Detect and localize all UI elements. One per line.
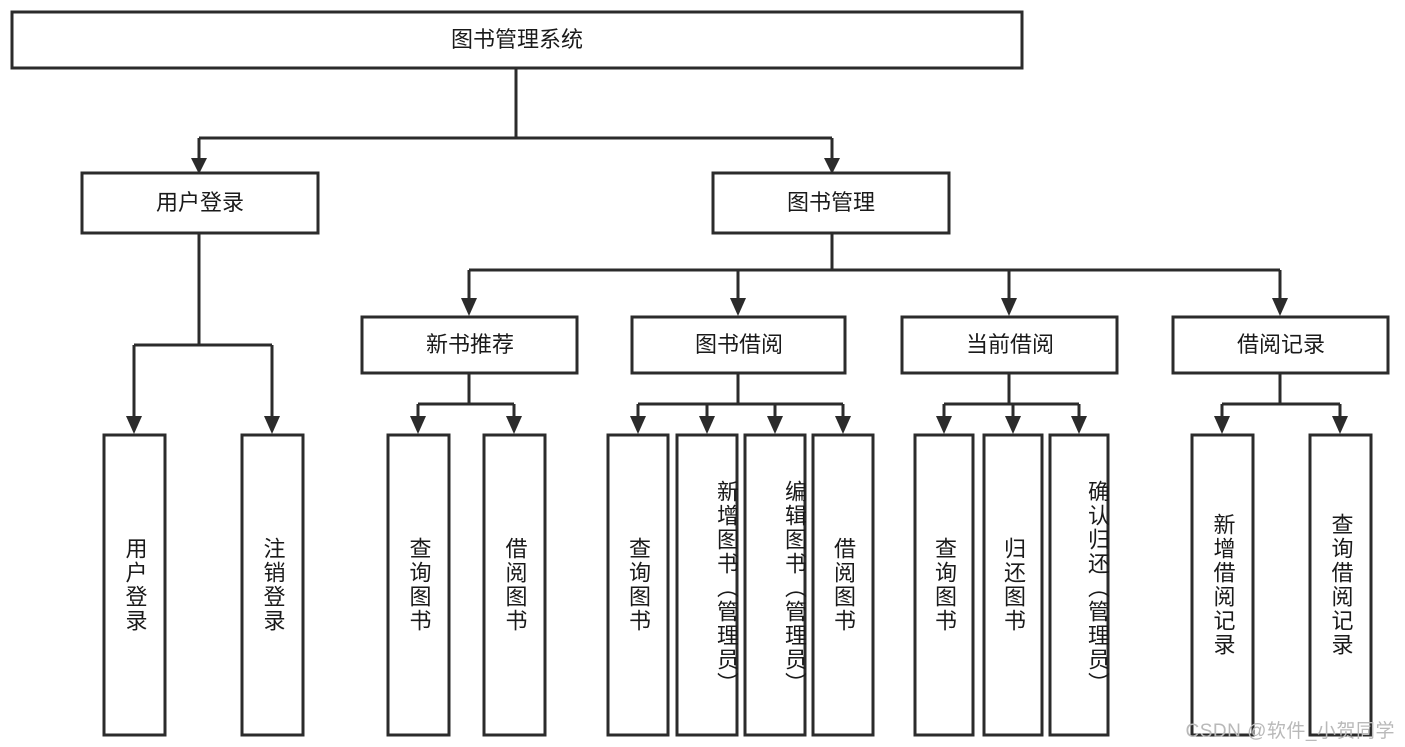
node-box-leaf-borrow-books-bb[interactable] bbox=[811, 433, 875, 737]
node-layer: 图书管理系统 用户登录 图书管理 新书推荐 图书借阅 当前借阅 借阅记录 bbox=[10, 10, 1390, 737]
node-box-leaf-query-books-bb[interactable] bbox=[606, 433, 670, 737]
node-label-book-borrow: 图书借阅 bbox=[695, 332, 783, 357]
node-box-leaf-query-borrow-record[interactable] bbox=[1308, 433, 1373, 737]
node-label-borrow-records: 借阅记录 bbox=[1237, 332, 1325, 357]
node-box-leaf-edit-book-admin[interactable] bbox=[743, 433, 807, 737]
arrowhead-cb-leaf1 bbox=[936, 416, 952, 434]
node-box-current-borrow[interactable] bbox=[900, 315, 1119, 375]
arrowhead-nb-leaf1 bbox=[410, 416, 426, 434]
node-label-current-borrow: 当前借阅 bbox=[966, 332, 1054, 357]
connector-layer bbox=[126, 68, 1348, 434]
arrowhead-cb-leaf2 bbox=[1005, 416, 1021, 434]
watermark-text: CSDN @软件_小贺同学 bbox=[1185, 721, 1395, 742]
node-label-user-login: 用户登录 bbox=[156, 190, 244, 215]
arrowhead-bb-leaf3 bbox=[767, 416, 783, 434]
arrowhead-nb-leaf2 bbox=[506, 416, 522, 434]
node-box-book-borrow[interactable] bbox=[630, 315, 847, 375]
node-box-leaf-user-login[interactable] bbox=[102, 433, 167, 737]
arrowhead-leaf-logout bbox=[264, 416, 280, 434]
node-box-leaf-add-book-admin[interactable] bbox=[675, 433, 739, 737]
arrowhead-br-leaf2 bbox=[1332, 416, 1348, 434]
arrowhead-user-login bbox=[191, 158, 207, 174]
arrowhead-cb-leaf3 bbox=[1071, 416, 1087, 434]
arrowhead-new-books bbox=[461, 298, 477, 316]
node-box-leaf-logout[interactable] bbox=[240, 433, 305, 737]
node-box-leaf-query-books-cb[interactable] bbox=[913, 433, 975, 737]
node-box-user-login[interactable] bbox=[80, 171, 320, 235]
node-box-book-management[interactable] bbox=[711, 171, 951, 235]
node-label-book-management: 图书管理 bbox=[787, 190, 875, 215]
node-box-leaf-confirm-return-admin[interactable] bbox=[1048, 433, 1110, 737]
node-box-new-book-recommend[interactable] bbox=[360, 315, 579, 375]
node-box-leaf-query-books-nb[interactable] bbox=[386, 433, 451, 737]
node-label-new-book-recommend: 新书推荐 bbox=[426, 332, 514, 357]
arrowhead-bb-leaf1 bbox=[630, 416, 646, 434]
arrowhead-current-borrow bbox=[1001, 298, 1017, 316]
node-box-borrow-records[interactable] bbox=[1171, 315, 1390, 375]
arrowhead-bb-leaf2 bbox=[699, 416, 715, 434]
arrowhead-leaf-user-login bbox=[126, 416, 142, 434]
node-box-root[interactable] bbox=[10, 10, 1024, 70]
node-label-root: 图书管理系统 bbox=[451, 27, 583, 52]
node-box-leaf-add-borrow-record[interactable] bbox=[1190, 433, 1255, 737]
arrowhead-book-mgmt bbox=[824, 158, 840, 174]
arrowhead-borrow-records bbox=[1272, 298, 1288, 316]
arrowhead-book-borrow bbox=[730, 298, 746, 316]
arrowhead-bb-leaf4 bbox=[835, 416, 851, 434]
node-box-leaf-borrow-books-nb[interactable] bbox=[482, 433, 547, 737]
node-box-leaf-return-books[interactable] bbox=[982, 433, 1044, 737]
arrowhead-br-leaf1 bbox=[1214, 416, 1230, 434]
